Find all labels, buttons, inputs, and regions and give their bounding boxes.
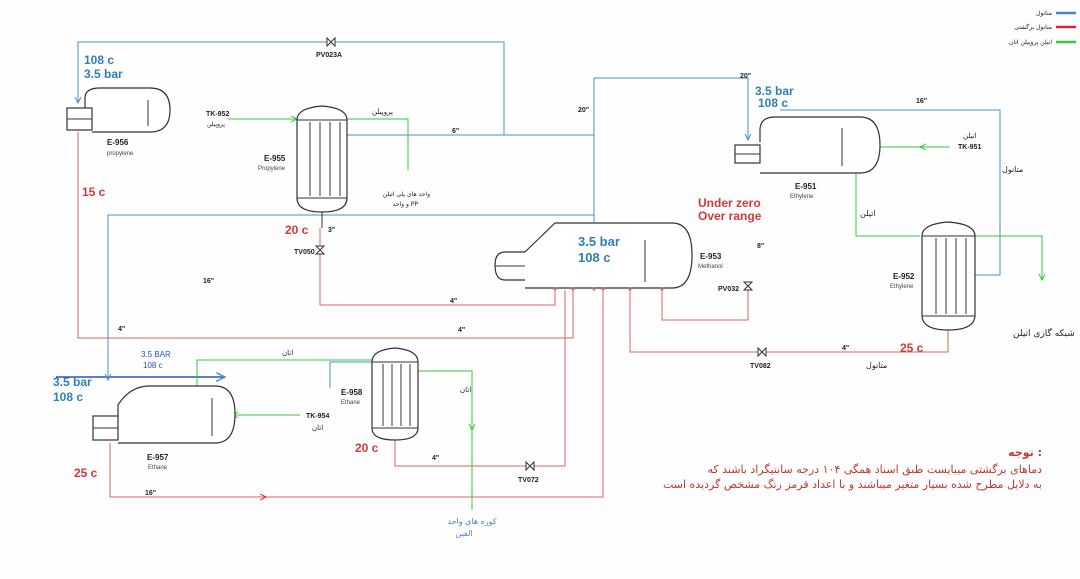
pipe-size-16-mid: 16" xyxy=(203,278,214,285)
e958-tag: E-958 xyxy=(341,388,363,397)
e955-service: Propylene xyxy=(258,166,286,172)
olefin-furnace-label-line1: کوره های واحد xyxy=(447,517,496,526)
pv023a-tag: PV023A xyxy=(316,52,342,59)
ethane-right-label: اتان xyxy=(460,386,471,394)
exchanger-e956[interactable] xyxy=(66,87,171,133)
tk952-tag: TK-952 xyxy=(206,111,229,118)
e957-temperature: 108 c xyxy=(53,390,83,404)
over-range-note: Over range xyxy=(698,209,762,223)
pipe-size-4-a: 4" xyxy=(450,298,457,305)
ethylene-out-label: اتیلن xyxy=(860,209,876,218)
e953-pressure: 3.5 bar xyxy=(578,234,620,249)
e953-temperature: 108 c xyxy=(578,250,611,265)
e958-inlet-pressure: 3.5 BAR xyxy=(141,350,171,359)
methanol-right-label: متانول xyxy=(1002,165,1023,174)
valve-tv050[interactable] xyxy=(314,245,326,255)
valve-tv072[interactable] xyxy=(525,460,535,472)
e957-service: Ethane xyxy=(148,465,168,471)
ethane-top-label: اتان xyxy=(282,349,293,357)
propylene-out-label: پروپیلن xyxy=(372,108,393,116)
e951-service: Ethylene xyxy=(790,194,814,200)
olefin-lines xyxy=(196,119,1042,510)
e955-outlet-temperature: 20 c xyxy=(285,223,309,237)
pipe-size-20-top: 20" xyxy=(740,73,751,80)
legend-label-return: متانول برگشتی xyxy=(1014,23,1052,31)
note-line-2: به دلایل مطرح شده بسیار متغیر میباشند و … xyxy=(663,478,1042,491)
e956-service: propylene xyxy=(107,151,134,157)
tk954-tag: TK-954 xyxy=(306,413,329,420)
legend-label-olefins: اتیلن پروپیلن اتان xyxy=(1009,39,1052,46)
e955-tag: E-955 xyxy=(264,154,286,163)
pipe-size-16-right: 16" xyxy=(916,98,927,105)
e958-service: Ethane xyxy=(341,400,361,406)
tk951-service: اتیلن xyxy=(963,132,977,140)
exchanger-e951[interactable] xyxy=(734,116,881,174)
pipe-size-4-d: 4" xyxy=(842,345,849,352)
tv072-tag: TV072 xyxy=(518,477,539,484)
e951-temperature: 108 c xyxy=(758,96,788,110)
tv050-tag: TV050 xyxy=(294,249,315,256)
valve-pv023a[interactable] xyxy=(326,36,336,48)
pipe-size-16-bottom: 16" xyxy=(145,490,156,497)
methanol-supply-lines xyxy=(56,41,1001,388)
under-zero-note: Under zero xyxy=(698,196,761,210)
tv082-tag: TV082 xyxy=(750,363,771,370)
note-line-1: دماهای برگشتی میبایست طبق اسناد همگی ۱۰۴… xyxy=(708,463,1043,477)
e952-service: Ethylene xyxy=(890,284,914,290)
ethylene-network-label: شبکه گازی اتیلن xyxy=(1013,327,1075,339)
pipe-size-20-left: 20" xyxy=(578,107,589,114)
top-left-temperature: 108 c xyxy=(84,53,114,67)
tk951-tag: TK-951 xyxy=(958,144,981,151)
legend: متانول متانول برگشتی اتیلن پروپیلن اتان xyxy=(1009,10,1076,46)
e956-tag: E-956 xyxy=(107,138,129,147)
pipe-size-6: 6" xyxy=(452,128,459,135)
e957-tag: E-957 xyxy=(147,453,169,462)
valve-pv032[interactable] xyxy=(742,281,754,291)
exchanger-e957[interactable] xyxy=(92,385,236,444)
drum-e953[interactable] xyxy=(494,222,693,291)
pipe-size-4-e: 4" xyxy=(432,455,439,462)
units-label-line1: واحد های پلی اتیلن xyxy=(383,191,430,198)
valve-tv082[interactable] xyxy=(757,346,767,358)
methanol-return-lines xyxy=(77,132,949,497)
e953-service: Methanol xyxy=(698,264,723,270)
olefin-furnace-label-line2: الفین xyxy=(455,529,472,538)
e952-tag: E-952 xyxy=(893,272,915,281)
e953-tag: E-953 xyxy=(700,252,722,261)
e957-pressure: 3.5 bar xyxy=(53,375,92,389)
legend-label-methanol: متانول xyxy=(1036,10,1052,17)
pipe-size-8: 8" xyxy=(757,243,764,250)
pipe-size-4-c: 4" xyxy=(458,327,465,334)
pipe-size-3: 3" xyxy=(328,227,335,234)
e951-pressure: 3.5 bar xyxy=(755,84,794,98)
units-label-line2: و واحد PP xyxy=(393,201,419,208)
exchanger-e955[interactable] xyxy=(296,105,348,228)
tk954-service: اتان xyxy=(312,424,323,432)
e952-outlet-temperature: 25 c xyxy=(900,341,924,355)
pipe-size-4-b: 4" xyxy=(118,326,125,333)
exchanger-e952[interactable] xyxy=(921,221,976,331)
e951-tag: E-951 xyxy=(795,182,817,191)
e958-outlet-temperature: 20 c xyxy=(355,441,379,455)
pv032-tag: PV032 xyxy=(718,286,739,293)
note-title: توجه : xyxy=(1008,446,1042,459)
exchanger-e958[interactable] xyxy=(371,347,419,441)
tk952-service: پروپیلن xyxy=(207,121,225,128)
top-left-pressure: 3.5 bar xyxy=(84,67,123,81)
e957-outlet-temperature: 25 c xyxy=(74,466,98,480)
e956-outlet-temperature: 15 c xyxy=(82,185,106,199)
methanol-bottom-label: متانول xyxy=(866,361,887,370)
e958-inlet-temperature: 108 c xyxy=(143,361,163,370)
